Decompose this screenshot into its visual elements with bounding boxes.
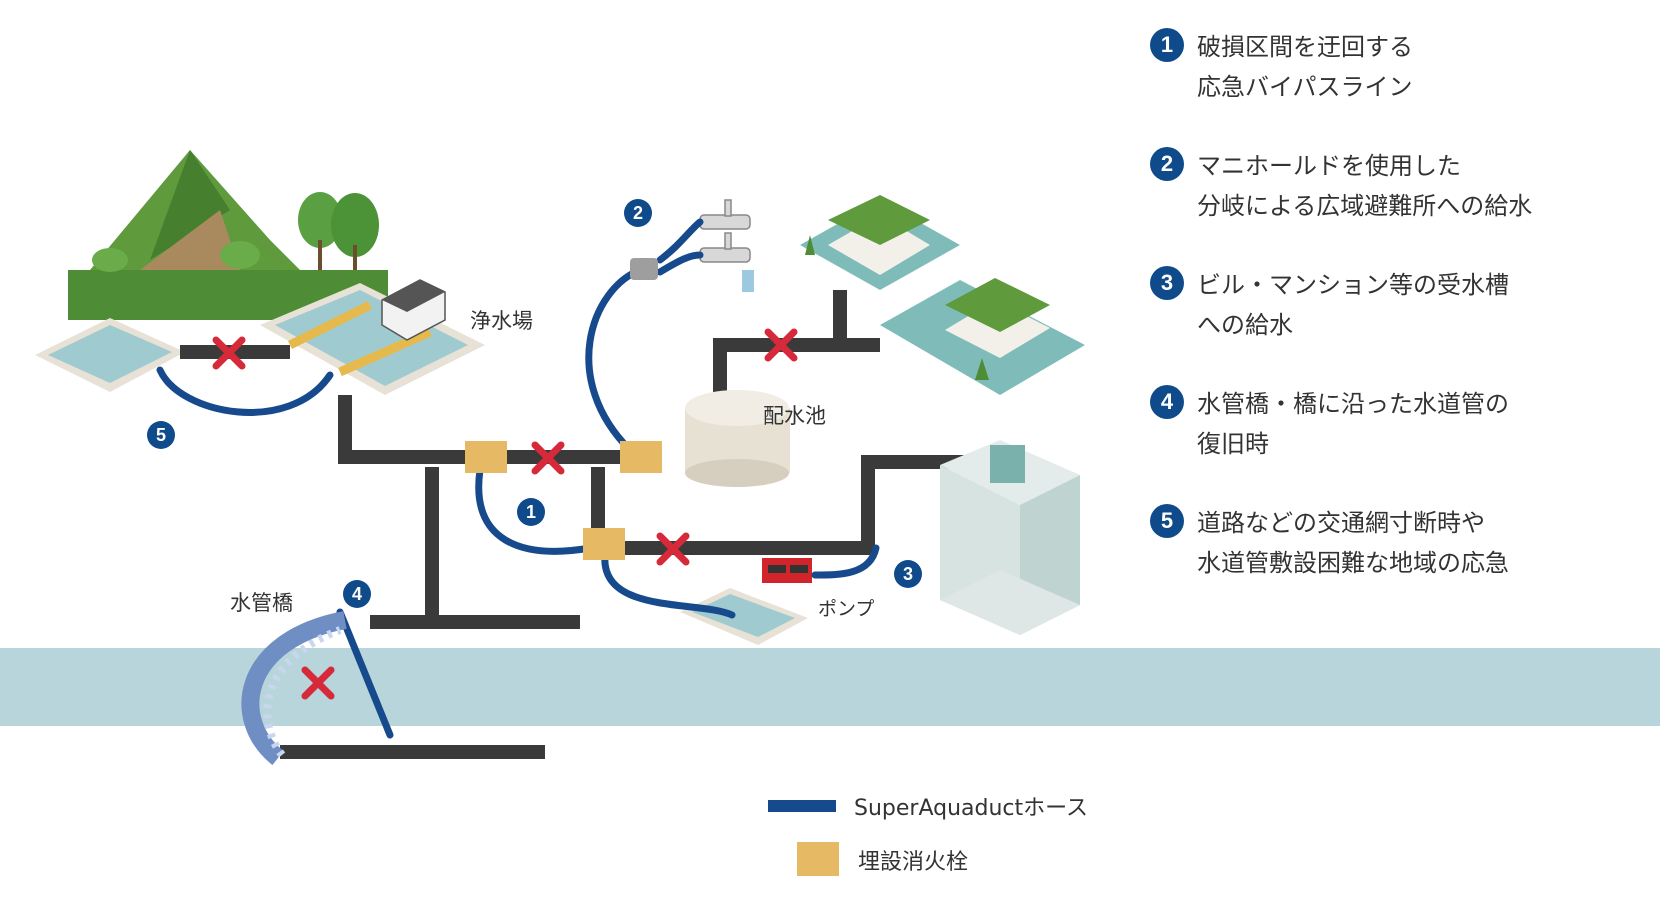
key-hose-swatch <box>768 800 836 812</box>
water-bridge-arch <box>241 611 347 766</box>
legend-text-5: 道路などの交通網寸断時や 水道管敷設困難な地域の応急 <box>1197 503 1509 583</box>
badge-3: 3 <box>894 560 922 588</box>
legend-line: 水管橋・橋に沿った水道管の <box>1197 390 1509 418</box>
key-hose-label: SuperAquaductホース <box>854 796 1089 821</box>
legend-line: 復旧時 <box>1197 430 1269 458</box>
badge-1: 1 <box>517 498 545 526</box>
legend-line: 水道管敷設困難な地域の応急 <box>1197 549 1509 577</box>
legend-badge-1: 1 <box>1150 28 1184 62</box>
legend-line: マニホールドを使用した <box>1197 152 1461 180</box>
legend-line: 応急バイパスライン <box>1197 73 1413 101</box>
badge-5: 5 <box>147 421 175 449</box>
water-pipes <box>180 290 1000 759</box>
legend-text-2: マニホールドを使用した 分岐による広域避難所への給水 <box>1197 146 1532 226</box>
label-pump: ポンプ <box>818 598 875 620</box>
key-hose: SuperAquaductホース <box>768 786 1088 826</box>
legend-line: 破損区間を迂回する <box>1197 33 1413 61</box>
legend-badge-2: 2 <box>1150 147 1184 181</box>
key-hydrant: 埋設消火栓 <box>768 840 968 880</box>
legend-text-1: 破損区間を迂回する 応急バイパスライン <box>1197 27 1413 107</box>
badge-4: 4 <box>343 580 371 608</box>
legend-line: ビル・マンション等の受水槽 <box>1197 271 1509 299</box>
legend-line: 分岐による広域避難所への給水 <box>1197 192 1533 220</box>
break-marks <box>212 328 798 700</box>
legend-badge-4: 4 <box>1150 385 1184 419</box>
pump-pit <box>680 558 812 645</box>
superaquaduct-hoses <box>156 218 880 739</box>
label-water-bridge: 水管橋 <box>230 591 293 615</box>
badge-2: 2 <box>624 199 652 227</box>
faucet-icons <box>699 199 751 263</box>
manifold-icon <box>630 258 658 280</box>
legend-text-4: 水管橋・橋に沿った水道管の 復旧時 <box>1197 384 1509 464</box>
label-purification-plant: 浄水場 <box>470 309 533 333</box>
legend-badge-3: 3 <box>1150 266 1184 300</box>
legend-line: 道路などの交通網寸断時や <box>1197 509 1485 537</box>
legend-text-3: ビル・マンション等の受水槽 への給水 <box>1197 265 1509 345</box>
water-splash <box>742 270 754 292</box>
key-hydrant-label: 埋設消火栓 <box>858 850 969 875</box>
hydrant-markers <box>465 441 662 560</box>
purification-plant <box>35 279 485 395</box>
legend-badge-5: 5 <box>1150 504 1184 538</box>
building-icon <box>940 440 1080 635</box>
legend-line: への給水 <box>1197 311 1293 339</box>
label-reservoir: 配水池 <box>763 404 826 428</box>
key-hydrant-swatch <box>797 842 839 876</box>
reservoir-tank <box>685 390 790 487</box>
house-icons <box>800 195 1085 395</box>
